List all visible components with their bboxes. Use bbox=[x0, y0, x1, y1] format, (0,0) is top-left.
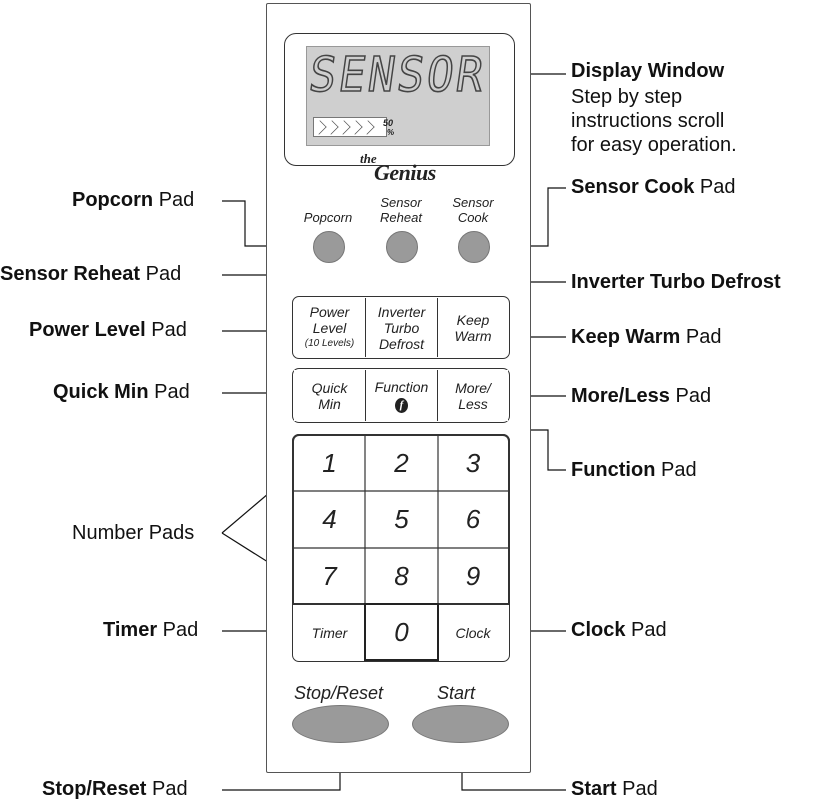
callout-popcorn: Popcorn Pad bbox=[72, 189, 195, 211]
progress-percent: 50 bbox=[383, 118, 394, 128]
percent-sign: % bbox=[387, 128, 395, 137]
callout-display-window: Display Window bbox=[571, 60, 725, 82]
more-less-button[interactable]: More/Less bbox=[438, 370, 508, 421]
function-icon: f bbox=[394, 397, 408, 413]
function-row-2 bbox=[292, 368, 510, 423]
number-pad-4[interactable]: 4 bbox=[322, 504, 337, 534]
progress-arrows bbox=[312, 117, 387, 137]
callout-sensor-cook: Sensor Cook Pad bbox=[571, 176, 736, 198]
start-label: Start bbox=[437, 683, 476, 703]
callout-inverter-turbo-defrost: Inverter Turbo Defrost bbox=[571, 271, 781, 293]
display-window: SENSOR 50 % bbox=[305, 46, 490, 146]
number-pad-3[interactable]: 3 bbox=[465, 448, 481, 478]
sensor-cook-button[interactable] bbox=[458, 231, 490, 263]
callout-number-pads: Number Pads bbox=[72, 522, 195, 544]
callout-sensor-reheat: Sensor Reheat Pad bbox=[0, 263, 182, 285]
callout-start: Start Pad bbox=[571, 778, 658, 800]
callout-more-less: More/Less Pad bbox=[571, 385, 712, 407]
stop-reset-label: Stop/Reset bbox=[294, 683, 384, 703]
start-button[interactable] bbox=[412, 705, 509, 743]
stop-reset-button[interactable] bbox=[292, 705, 389, 743]
number-pad-1[interactable]: 1 bbox=[322, 448, 337, 478]
callout-keep-warm: Keep Warm Pad bbox=[571, 326, 722, 348]
sensor-reheat-button[interactable] bbox=[386, 231, 418, 263]
timer-button[interactable]: Timer bbox=[311, 625, 348, 641]
number-pad-9[interactable]: 9 bbox=[465, 560, 481, 591]
number-pad-6[interactable]: 6 bbox=[465, 504, 481, 534]
number-pad-0[interactable]: 0 bbox=[394, 616, 409, 647]
popcorn-label: Popcorn bbox=[303, 210, 353, 225]
brand-logo: Genius bbox=[374, 160, 436, 185]
callout-quick-min: Quick Min Pad bbox=[53, 381, 190, 403]
callout-clock: Clock Pad bbox=[571, 619, 667, 641]
number-pad-7[interactable]: 7 bbox=[322, 560, 337, 591]
brand-prefix: the bbox=[360, 151, 377, 166]
display-window-description: Step by step instructions scroll for eas… bbox=[571, 86, 737, 156]
clock-button[interactable]: Clock bbox=[455, 625, 491, 641]
callout-power-level: Power Level Pad bbox=[29, 319, 187, 341]
callout-timer: Timer Pad bbox=[103, 619, 199, 641]
callout-function: Function Pad bbox=[571, 459, 697, 481]
callout-stop-reset: Stop/Reset Pad bbox=[42, 778, 188, 800]
number-pad-8[interactable]: 8 bbox=[394, 560, 409, 591]
function-row-1 bbox=[292, 296, 510, 359]
number-pad-2[interactable]: 2 bbox=[394, 448, 409, 478]
popcorn-button[interactable] bbox=[313, 231, 345, 263]
number-pad-5[interactable]: 5 bbox=[394, 504, 409, 534]
